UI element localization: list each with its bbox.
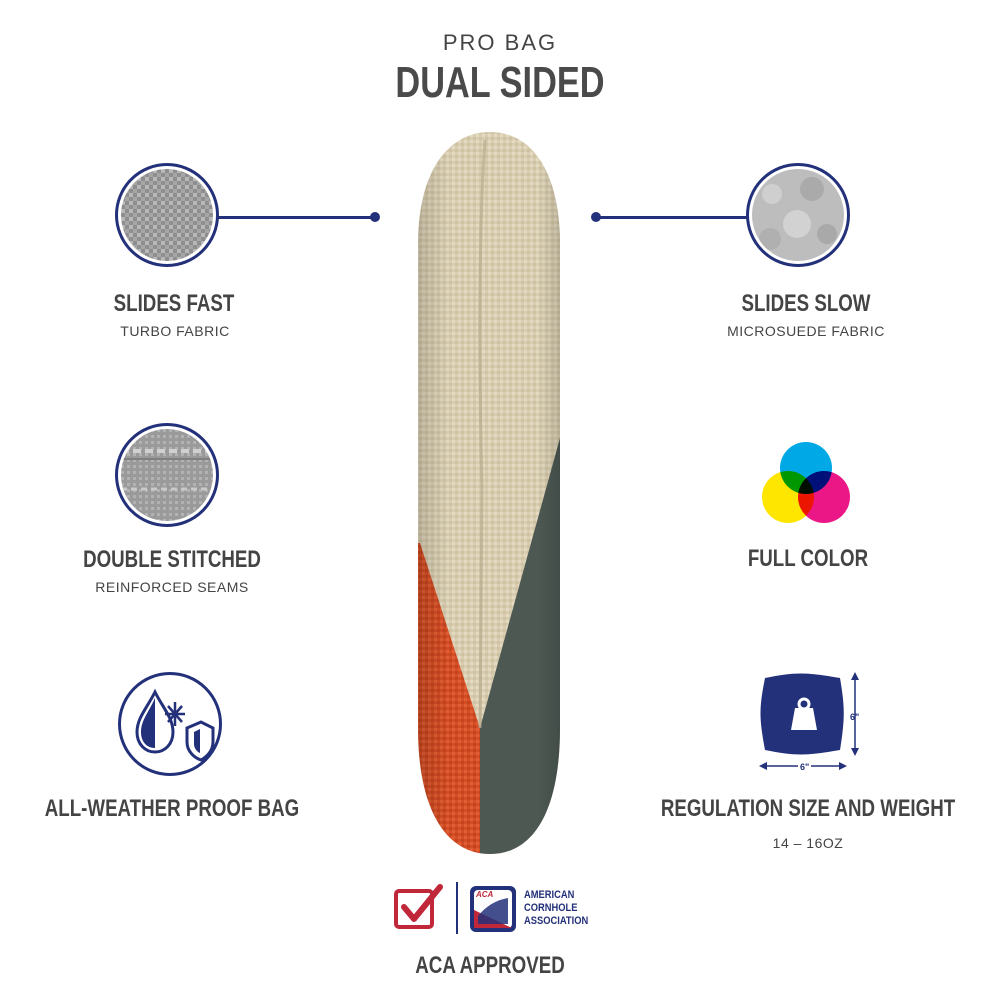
checkmark-icon (394, 884, 443, 929)
cmy-color-icon (762, 442, 850, 523)
page-title: DUAL SIDED (395, 58, 605, 107)
aca-badge-logo: ACA (470, 886, 516, 932)
cornhole-bag-image (418, 132, 560, 854)
aca-name-line1: AMERICAN (524, 889, 575, 901)
slides-fast-title: SLIDES FAST (113, 290, 235, 317)
turbo-fabric-icon (115, 163, 219, 267)
aca-approved-label: ACA APPROVED (415, 952, 565, 979)
all-weather-title: ALL-WEATHER PROOF BAG (44, 795, 300, 822)
full-color-title: FULL COLOR (747, 545, 869, 572)
weather-shield-icon (118, 672, 222, 776)
slides-slow-subtitle: MICROSUEDE FABRIC (727, 323, 885, 339)
dimension-height-label: 6" (850, 712, 860, 722)
aca-name-line2: CORNHOLE (524, 902, 578, 914)
slides-slow-title: SLIDES SLOW (741, 290, 871, 317)
slides-fast-subtitle: TURBO FABRIC (120, 323, 230, 339)
logo-divider (456, 882, 458, 934)
connector-line-right (596, 216, 748, 219)
connector-line-left (218, 216, 374, 219)
stitch-icon (115, 423, 219, 527)
page-subtitle: PRO BAG (442, 30, 558, 55)
aca-name-line3: ASSOCIATION (524, 915, 589, 927)
double-stitched-subtitle: REINFORCED SEAMS (95, 579, 249, 595)
aca-badge-text: ACA (476, 890, 494, 899)
microsuede-fabric-icon (746, 163, 850, 267)
aca-name: AMERICAN CORNHOLE ASSOCIATION (524, 889, 588, 928)
dimension-width-label: 6" (798, 762, 812, 772)
regulation-subtitle: 14 – 16OZ (772, 835, 844, 851)
regulation-title: REGULATION SIZE AND WEIGHT (660, 795, 956, 822)
double-stitched-title: DOUBLE STITCHED (83, 546, 261, 573)
weight-bag-icon (759, 672, 859, 770)
connector-dot-left (370, 212, 380, 222)
